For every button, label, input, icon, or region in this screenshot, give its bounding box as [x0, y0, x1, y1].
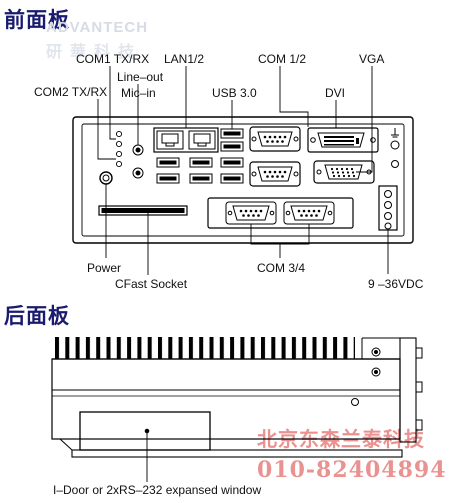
front-panel-title: 前面板: [4, 8, 70, 32]
dvi-port: [307, 127, 379, 153]
label-line-out: Line–out: [117, 70, 164, 84]
label-idoor: I–Door or 2xRS–232 expansed window: [53, 483, 262, 497]
brand-watermark: ADVANTECH: [46, 19, 149, 36]
rear-base: [71, 449, 403, 458]
db9-com4-icon: [290, 205, 328, 221]
vga-port-icon: [324, 164, 363, 180]
dvi-port-icon: [317, 132, 365, 148]
usb3-ports: [220, 128, 244, 184]
heatsink-fins: [55, 337, 355, 359]
led-icon: [115, 150, 123, 158]
label-dvi: DVI: [325, 86, 346, 100]
db9-com1-icon: [257, 131, 293, 147]
dc-terminal: [378, 185, 398, 231]
brand-watermark-cn: 研華科技: [46, 42, 143, 61]
rear-side-bracket: [399, 337, 417, 443]
label-dc-input: 9 –36VDC: [368, 277, 424, 291]
line-out-jack-core: [135, 147, 141, 153]
led-icon: [115, 160, 123, 168]
cfast-slot: [98, 205, 188, 216]
usb-port-icon: [189, 173, 213, 184]
label-cfast: CFast Socket: [115, 277, 188, 291]
rear-panel: [51, 337, 423, 482]
usb-ports-lower: [156, 157, 213, 184]
rear-panel-title: 后面板: [4, 304, 70, 328]
front-callouts: [97, 66, 389, 275]
lan-ports: [153, 127, 219, 153]
phone-watermark: 010-82404894: [257, 457, 447, 483]
usb-port-icon: [220, 141, 244, 152]
label-vga: VGA: [359, 52, 385, 66]
front-chassis: [72, 116, 414, 244]
label-com34: COM 3/4: [257, 261, 306, 275]
ground-icon: [391, 128, 399, 138]
rear-chassis: [51, 358, 401, 440]
db9-com2-icon: [257, 166, 293, 182]
usb-port-icon: [220, 173, 244, 184]
front-face: [81, 123, 405, 237]
usb-port-icon: [156, 157, 180, 168]
power-button-inner: [102, 174, 110, 182]
label-power: Power: [87, 261, 122, 275]
mic-in-jack-core: [135, 170, 141, 176]
com34-ports: [207, 197, 354, 229]
screw-icon: [391, 160, 399, 168]
label-lan: LAN1/2: [164, 52, 205, 66]
com12-ports: [249, 126, 301, 187]
power-button-icon: [99, 171, 113, 185]
led-icon: [115, 140, 123, 148]
lan1-port-icon: [156, 130, 184, 150]
lan2-port-icon: [188, 130, 216, 150]
usb-port-icon: [156, 173, 180, 184]
led-indicators: [115, 130, 123, 168]
usb-port-icon: [189, 157, 213, 168]
front-panel: [72, 116, 414, 244]
label-com1-txrx: COM1 TX/RX: [76, 52, 150, 66]
usb-port-icon: [220, 157, 244, 168]
cfast-slot-icon: [98, 205, 188, 216]
label-com12: COM 1/2: [258, 52, 307, 66]
led-icon: [115, 130, 123, 138]
db9-com3-icon: [232, 205, 270, 221]
screw-icon: [371, 367, 381, 377]
label-usb: USB 3.0: [212, 86, 257, 100]
screw-icon: [351, 398, 359, 406]
mic-in-jack-icon: [132, 167, 144, 179]
label-com2-txrx: COM2 TX/RX: [34, 85, 108, 99]
screw-icon: [390, 140, 400, 150]
screw-icon: [371, 347, 381, 357]
